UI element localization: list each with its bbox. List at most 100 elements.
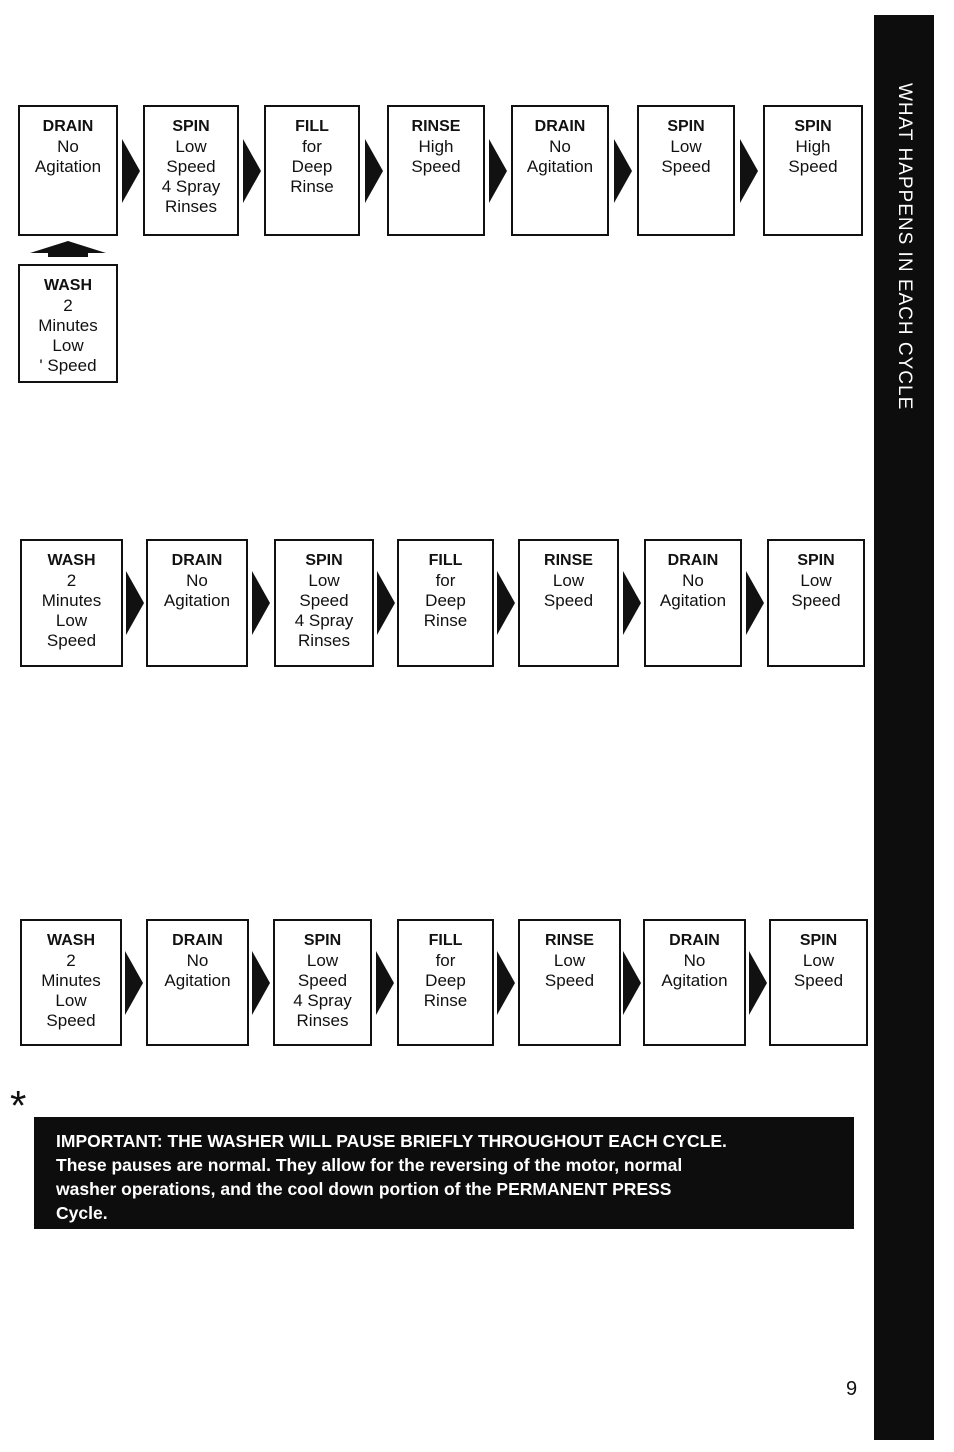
step-detail: No <box>682 571 704 590</box>
step-title: FILL <box>428 932 463 949</box>
step-title: SPIN <box>794 118 832 135</box>
flow-arrow-icon <box>497 950 515 1015</box>
flow-arrow-icon <box>125 571 144 635</box>
step-detail: Deep <box>425 971 466 990</box>
page-number: 9 <box>846 1378 858 1400</box>
up-arrow-stem <box>48 252 88 257</box>
step-detail: Low <box>306 951 339 970</box>
step-title: SPIN <box>305 552 343 569</box>
step-title: FILL <box>428 552 463 569</box>
step-title: DRAIN <box>171 552 223 569</box>
notice-line-4: Cycle. <box>56 1203 108 1223</box>
step-detail: Low <box>52 336 84 355</box>
flow-arrow-icon <box>489 138 507 203</box>
step-detail: Low <box>670 137 702 156</box>
flow-arrow-icon <box>376 571 395 635</box>
step-detail: Speed <box>299 591 349 610</box>
step-detail: 2 <box>66 571 77 590</box>
step-detail: 4 Spray <box>161 177 221 196</box>
step-detail: Deep <box>291 157 333 176</box>
step-detail: Low <box>800 571 832 590</box>
flow-arrow-icon <box>364 138 383 203</box>
step-title: SPIN <box>172 118 210 135</box>
step-detail: Rinse <box>423 991 468 1010</box>
step-title: RINSE <box>411 118 461 135</box>
flow-arrow-icon <box>125 950 143 1015</box>
flow-arrow-icon <box>252 571 270 635</box>
step-detail: Speed <box>46 1011 96 1030</box>
step-detail: Minutes <box>38 316 98 335</box>
step-detail: Low <box>175 137 207 156</box>
step-detail: No <box>186 951 209 970</box>
step-title: DRAIN <box>42 118 94 135</box>
step-title: SPIN <box>667 118 705 135</box>
step-detail: Speed <box>661 157 711 176</box>
step-detail: Speed <box>793 971 844 990</box>
flow-arrow-icon <box>623 950 641 1015</box>
step-detail: Low <box>802 951 835 970</box>
flow-arrow-icon <box>121 138 140 203</box>
important-notice: IMPORTANT: THE WASHER WILL PAUSE BRIEFLY… <box>34 1117 854 1229</box>
step-detail: No <box>683 951 706 970</box>
step-detail: for <box>435 951 456 970</box>
step-title: DRAIN <box>667 552 719 569</box>
step-title: RINSE <box>544 552 593 569</box>
step-detail: Minutes <box>41 971 101 990</box>
notice-line-1: IMPORTANT: THE WASHER WILL PAUSE BRIEFLY… <box>56 1131 727 1151</box>
step-detail: No <box>186 571 208 590</box>
flow-arrow-icon <box>614 138 632 203</box>
step-title: DRAIN <box>534 118 586 135</box>
step-title: RINSE <box>545 932 594 949</box>
step-title: DRAIN <box>669 932 720 949</box>
side-tab: WHAT HAPPENS IN EACH CYCLE <box>874 15 934 1440</box>
step-detail: Rinse <box>290 177 334 196</box>
step-detail: Speed <box>411 157 461 176</box>
step-detail: Speed <box>791 591 841 610</box>
asterisk-mark: * <box>10 1082 27 1129</box>
notice-line-2: These pauses are normal. They allow for … <box>56 1155 683 1175</box>
step-detail: Agitation <box>163 591 231 610</box>
step-detail: 2 <box>66 951 76 970</box>
step-title: SPIN <box>797 552 835 569</box>
step-detail: Agitation <box>661 971 728 990</box>
step-detail: Low <box>55 611 88 630</box>
step-detail: ' Speed <box>39 356 97 375</box>
step-title: WASH <box>44 277 92 294</box>
step-detail: No <box>57 137 79 156</box>
step-title: WASH <box>47 552 96 569</box>
flow-arrow-icon <box>622 571 641 635</box>
step-detail: Speed <box>544 971 595 990</box>
step-detail: Agitation <box>659 591 727 610</box>
step-detail: Rinses <box>298 631 350 650</box>
step-detail: Rinse <box>423 611 468 630</box>
step-detail: 4 Spray <box>294 611 354 630</box>
step-detail: Rinses <box>165 197 217 216</box>
step-detail: Agitation <box>34 157 102 176</box>
flow-arrow-icon <box>242 138 261 203</box>
step-detail: Speed <box>46 631 97 650</box>
step-detail: 2 <box>63 296 73 315</box>
flow-arrow-icon <box>740 138 758 203</box>
step-detail: Speed <box>543 591 594 610</box>
step-title: SPIN <box>303 932 342 949</box>
step-detail: Low <box>553 951 586 970</box>
side-tab-text: WHAT HAPPENS IN EACH CYCLE <box>894 83 915 411</box>
step-title: FILL <box>295 118 329 135</box>
